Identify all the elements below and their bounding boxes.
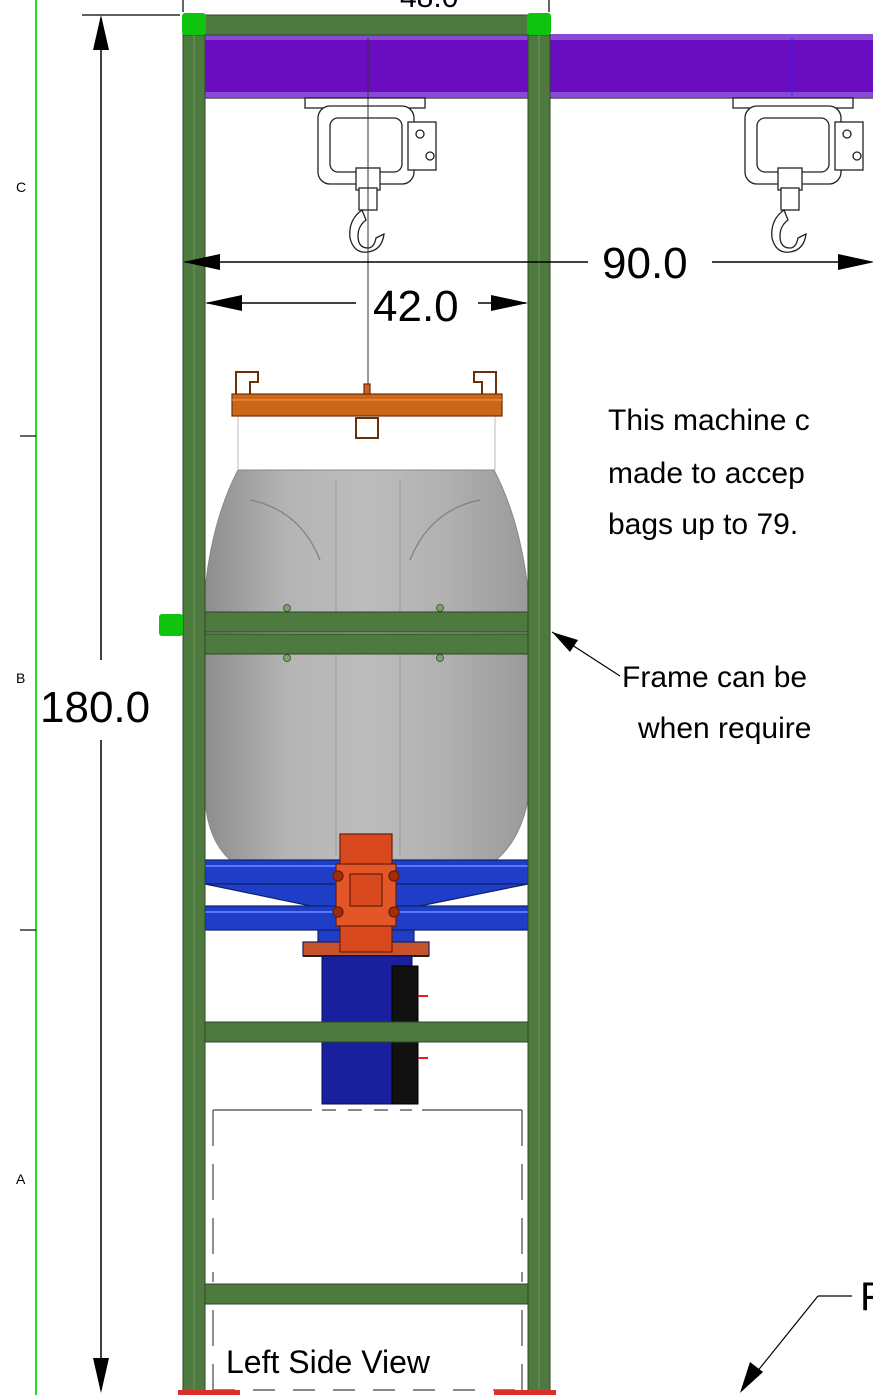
frame-note-leader-arrow xyxy=(552,632,578,652)
callout-leader-diagonal xyxy=(751,1295,819,1379)
inner-dim-arrow-right xyxy=(491,295,528,311)
corner-marker xyxy=(159,614,183,636)
zone-marker-c: C xyxy=(16,179,26,195)
bag-note-line-2: made to accep xyxy=(608,457,805,490)
frame-crossbar xyxy=(204,1021,529,1043)
frame-crossbar xyxy=(204,611,529,633)
floor-pad-left xyxy=(178,1390,240,1395)
spreader-bar xyxy=(231,371,503,439)
bulk-bag xyxy=(204,469,529,861)
callout-letter: F xyxy=(860,1275,873,1319)
corner-marker xyxy=(182,13,206,35)
container-outline xyxy=(212,1109,523,1391)
hoist-right xyxy=(732,97,864,253)
callout-leader-arrow xyxy=(740,1362,763,1393)
crossbar-bolts xyxy=(283,604,444,662)
view-label: Left Side View xyxy=(226,1344,431,1380)
height-dim-arrow-top xyxy=(93,15,109,50)
bag-note-line-1: This machine c xyxy=(608,404,810,437)
bag-fold xyxy=(249,499,321,561)
inner-dim-arrow-left xyxy=(205,295,242,311)
width-dim-arrow-right xyxy=(838,254,873,270)
height-dimension-label: 180.0 xyxy=(40,683,150,732)
top-dimension-label: 48.0 xyxy=(400,0,458,14)
inner-dimension-label: 42.0 xyxy=(373,282,459,331)
vibrator-motor xyxy=(332,833,400,953)
floor-pad-right xyxy=(494,1390,556,1395)
corner-marker xyxy=(527,13,551,35)
frame-note-line-1: Frame can be xyxy=(622,661,807,694)
bag-fold xyxy=(409,499,481,561)
bag-note-line-3: bags up to 79. xyxy=(608,508,798,541)
zone-marker-b: B xyxy=(16,670,25,686)
zone-marker-a: A xyxy=(16,1171,26,1187)
hoist-left xyxy=(304,97,437,253)
frame-top-beam xyxy=(182,14,551,36)
height-dim-arrow-bottom xyxy=(93,1358,109,1393)
width-dimension-label: 90.0 xyxy=(602,239,688,288)
frame-note-line-2: when require xyxy=(637,712,811,745)
frame-crossbar xyxy=(204,1283,529,1305)
width-dim-arrow-left xyxy=(183,254,220,270)
frame-crossbar xyxy=(204,633,529,655)
